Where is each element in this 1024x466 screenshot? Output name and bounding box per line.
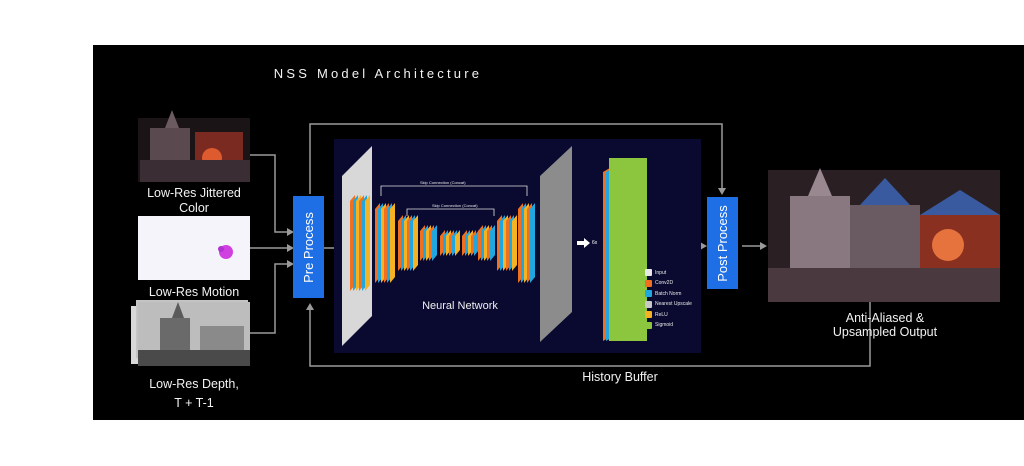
skip-connection-lines [380, 185, 528, 216]
final-layer-stack [603, 158, 647, 341]
legend-item: Batch Norm [645, 289, 681, 298]
network-layer [530, 203, 535, 283]
network-layer [365, 195, 370, 291]
network-layer [455, 230, 460, 256]
legend-label: Batch Norm [655, 290, 682, 297]
diagram-title: NSS Model Architecture [273, 66, 483, 81]
legend-item: Sigmoid [645, 321, 673, 330]
output-image [768, 168, 1000, 302]
post-process-label: Post Process [715, 204, 730, 282]
pre-process-label: Pre Process [301, 211, 316, 283]
output-label: Anti-Aliased & Upsampled Output [790, 311, 980, 339]
input-label-depth: Low-Res Depth, T + T-1 [131, 375, 257, 413]
legend-item: Nearest Upscale [645, 300, 692, 309]
legend-label: Nearest Upscale [655, 301, 692, 307]
depth-thumbnail [131, 300, 250, 366]
history-buffer-label: History Buffer [582, 370, 658, 384]
legend-swatch [645, 279, 652, 287]
jittered-color-thumbnail [138, 110, 250, 182]
network-layer [432, 225, 437, 261]
network-layer [512, 215, 517, 271]
legend-item: ReLU [645, 310, 668, 319]
input-label-depth-line1: Low-Res Depth, [149, 377, 239, 391]
post-process-block: Post Process [707, 197, 738, 289]
input-label-color-line2: Color [179, 201, 209, 215]
legend-swatch [645, 269, 652, 276]
pre-process-block: Pre Process [293, 196, 324, 298]
output-label-line2: Upsampled Output [832, 325, 938, 339]
input-label-motion: Low-Res Motion [148, 285, 240, 299]
network-layer [490, 225, 495, 261]
bottleneck-output-slab [540, 146, 572, 342]
input-label-color: Low-Res Jittered Color [138, 186, 250, 216]
legend-swatch [645, 321, 652, 329]
input-label-depth-line2: T + T-1 [174, 396, 214, 410]
legend-label: Input [655, 269, 667, 276]
legend-swatch [645, 290, 652, 297]
repeat-count-label: 6x [592, 240, 598, 246]
legend-label: Sigmoid [655, 322, 674, 328]
input-label-color-line1: Low-Res Jittered [147, 186, 241, 200]
motion-thumbnail [138, 216, 250, 280]
network-layer [413, 215, 418, 271]
legend-label: ReLU [655, 311, 668, 318]
legend-item: Conv2D [645, 279, 673, 288]
network-layer [390, 203, 395, 283]
network-layer [474, 230, 479, 256]
skip-connection-inner-label: Skip Connection (Concat) [432, 203, 478, 208]
network-layers [350, 195, 535, 291]
legend-swatch [645, 300, 652, 308]
neural-network-label: Neural Network [422, 300, 498, 312]
output-label-line1: Anti-Aliased & [845, 311, 925, 325]
legend-label: Conv2D [655, 280, 674, 286]
skip-connection-outer-label: Skip Connection (Concat) [420, 180, 466, 185]
legend-swatch [645, 311, 652, 318]
legend-item: Input [645, 268, 666, 277]
repeat-arrow-icon [577, 238, 590, 248]
